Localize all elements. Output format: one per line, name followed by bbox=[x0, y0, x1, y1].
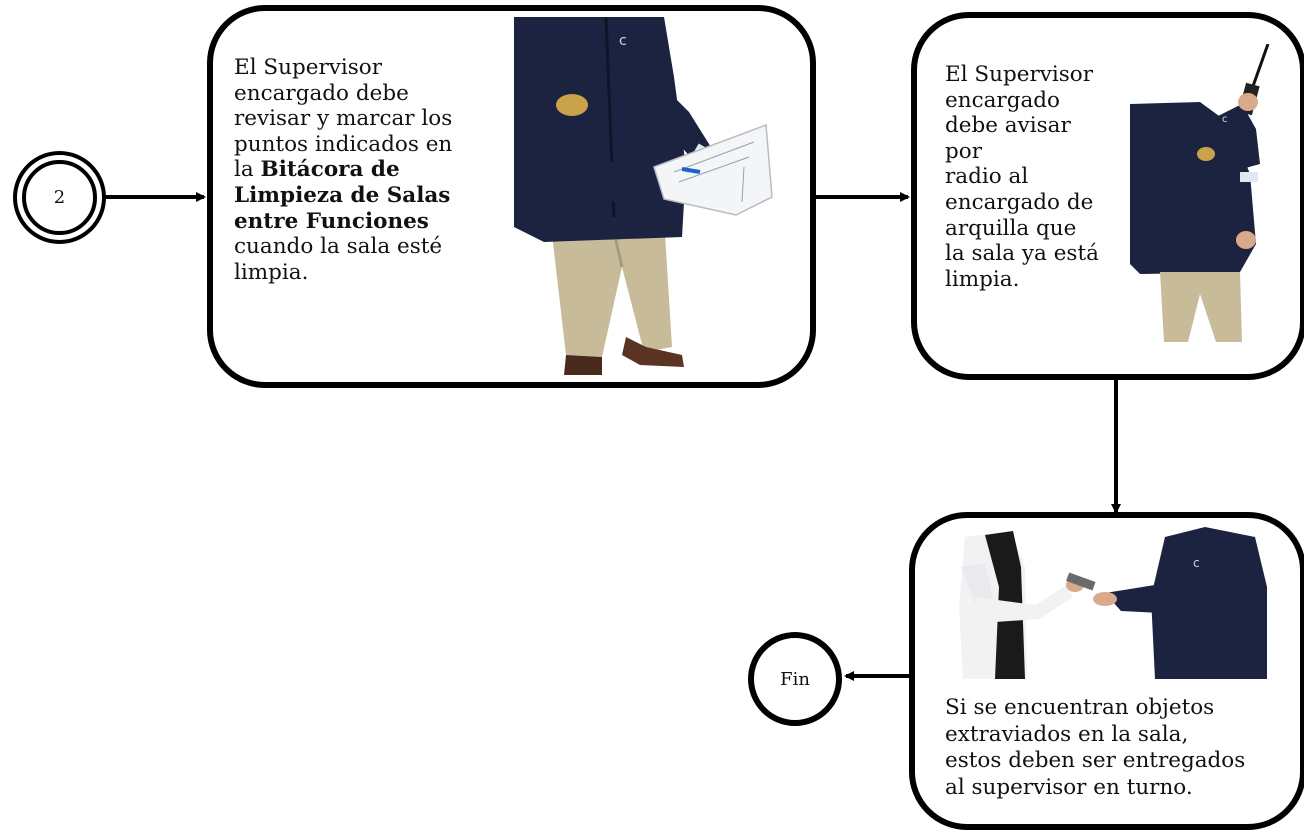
step1-line: puntos indicados en bbox=[234, 131, 453, 157]
supervisor-radio-photo: c bbox=[1130, 44, 1270, 342]
step2-line: la sala ya está bbox=[945, 241, 1099, 267]
step1-line: entre Funciones bbox=[234, 208, 429, 234]
step2-line: debe avisar bbox=[945, 113, 1071, 139]
svg-text:c: c bbox=[1222, 114, 1228, 125]
step2-line: encargado de bbox=[945, 189, 1094, 215]
step1-line: cuando la sala esté bbox=[234, 234, 443, 260]
step2-line: El Supervisor bbox=[945, 62, 1094, 87]
step1-line: encargado debe bbox=[234, 80, 409, 106]
step2-line: radio al bbox=[945, 164, 1029, 190]
start-node-label: 2 bbox=[53, 187, 66, 208]
handover-lost-item-photo: c bbox=[959, 527, 1267, 679]
step2-line: encargado bbox=[945, 87, 1060, 113]
step1-line: El Supervisor bbox=[234, 55, 383, 80]
svg-text:c: c bbox=[619, 33, 627, 49]
step3-line: estos deben ser entregados bbox=[945, 748, 1246, 773]
step1-line: la Bitácora de bbox=[234, 157, 400, 183]
step2-line: limpia. bbox=[945, 266, 1020, 292]
step3-line: extraviados en la sala, bbox=[945, 721, 1189, 747]
step2-line: por bbox=[945, 138, 982, 164]
step3-line: al supervisor en turno. bbox=[945, 774, 1193, 800]
step2-text: El Supervisor encargado debe avisar por … bbox=[945, 62, 1125, 292]
step1-line: Limpieza de Salas bbox=[234, 182, 451, 208]
step3-line: Si se encuentran objetos bbox=[945, 695, 1215, 720]
end-node: Fin bbox=[748, 632, 842, 726]
step2-line: arquilla que bbox=[945, 215, 1077, 241]
step1-line: limpia. bbox=[234, 259, 309, 285]
svg-text:c: c bbox=[1193, 556, 1200, 570]
start-node-inner: 2 bbox=[22, 160, 97, 235]
supervisor-clipboard-photo: c bbox=[514, 17, 773, 375]
step1-line: revisar y marcar los bbox=[234, 106, 453, 132]
start-node: 2 bbox=[13, 151, 106, 244]
end-node-label: Fin bbox=[780, 668, 810, 690]
step3-text: Si se encuentran objetos extraviados en … bbox=[945, 695, 1304, 801]
step1-text: El Supervisor encargado debe revisar y m… bbox=[234, 55, 524, 285]
